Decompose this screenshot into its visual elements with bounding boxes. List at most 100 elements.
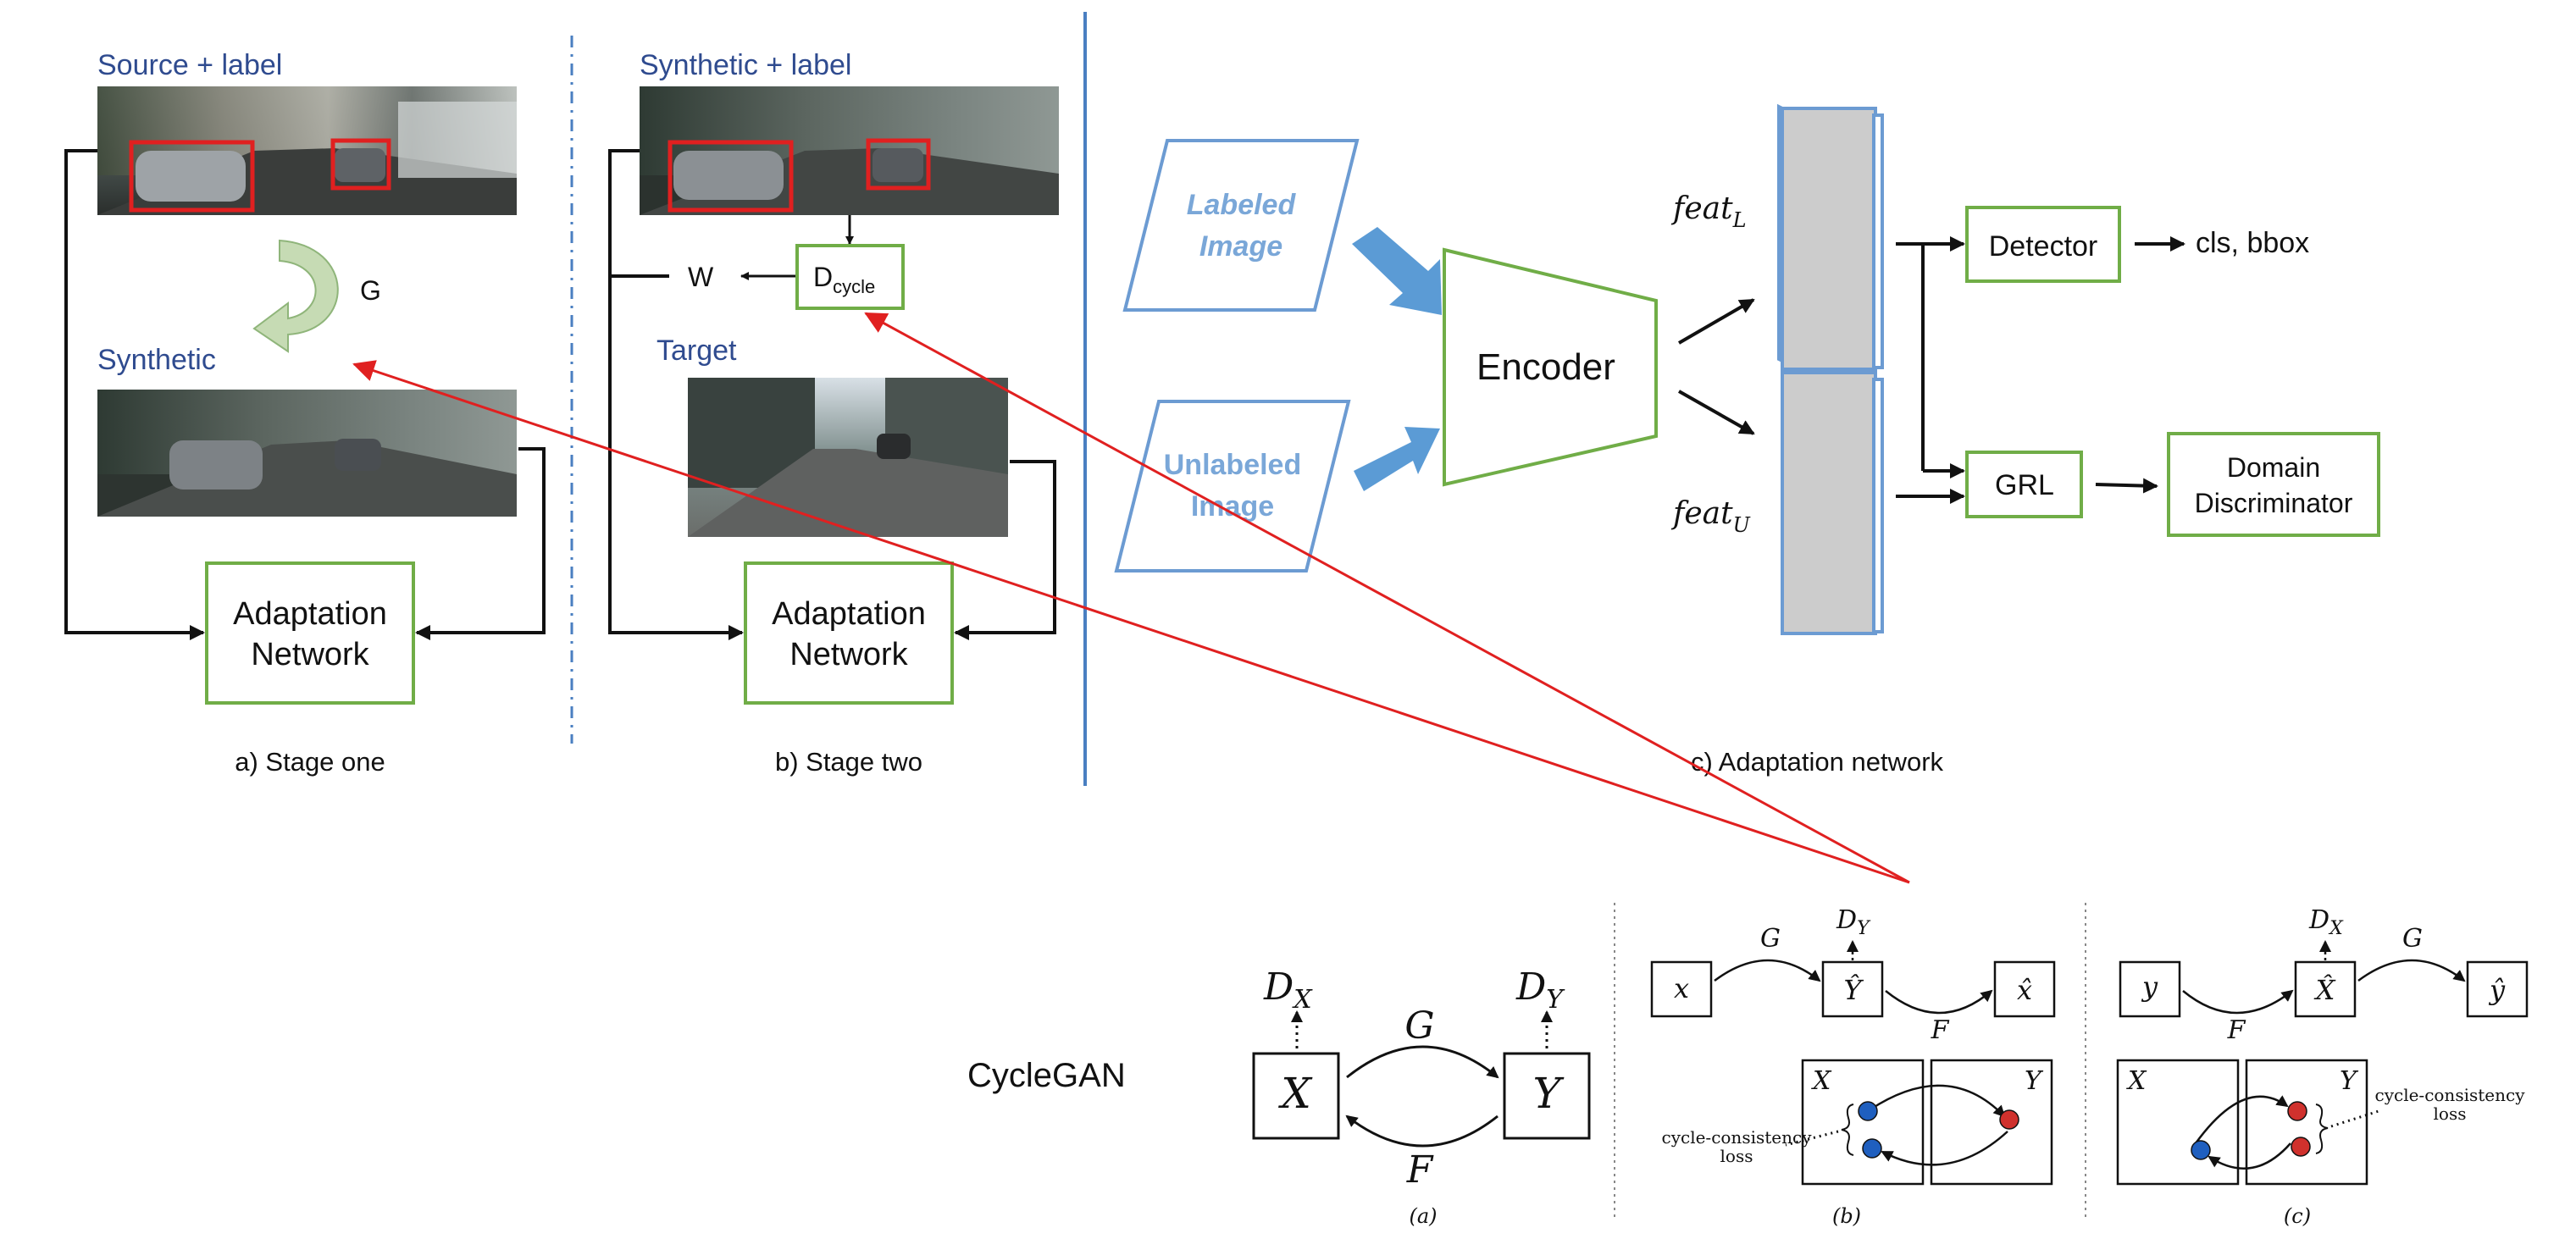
panel-a-g-arc [1346,1045,1499,1079]
panel-c-d-label: DX [2308,905,2344,939]
detector-box [1965,206,2121,283]
panel-c-forward-arc [2194,1095,2289,1144]
domain-discriminator-line2: Discriminator [2195,488,2353,518]
panel-b-mid-label: Ŷ [1843,974,1864,1006]
cyclegan-figure: CycleGAN DX DY X Y G F (a) x Ŷ x̂ [967,903,2529,1228]
stage-one-adaptation-network [205,561,415,705]
panel-b-return-arc [1881,1131,2008,1166]
panel-c-output-label: ŷ [2488,974,2506,1006]
domain-discriminator-box [2167,432,2380,537]
bbox-synthetic-car-right [866,138,931,191]
panel-a-y-label: Y [1532,1069,1564,1118]
panel-c-input-label: y [2141,971,2158,1003]
source-street-image [97,86,517,215]
stage-one-right-connector [415,447,546,640]
panel-b-loss-brace [1841,1103,1854,1156]
grl-label: GRL [1995,469,2054,501]
panel-a-y-node [1503,1052,1591,1140]
cyclegan-panel-a: DX DY X Y G F (a) [1252,965,1591,1228]
labeled-image-parallelogram [1122,139,1360,312]
stage-two-left-connector [608,149,744,640]
dcycle-box [795,244,905,310]
panel-a-dy-label: DY [1515,965,1565,1015]
annotation-arrow-to-dcycle [864,312,1910,884]
panel-c-reconstructed-node [2291,1137,2311,1157]
feature-map-unlabeled [1781,371,1884,635]
panel-a-caption: (a) [1409,1204,1437,1228]
annotation-arrow-to-generator [352,360,1910,884]
panel-b-f-arc [1885,989,1993,1015]
panel-c-domain-y-label: Y [2340,1066,2359,1096]
detector-output-label: cls, bbox [2196,227,2309,259]
panel-b-target-node [1999,1109,2019,1130]
bbox-car-right [330,138,391,191]
panel-b-input-node [1650,960,1713,1018]
synthetic-plus-label-heading: Synthetic + label [640,49,851,81]
panel-b-domain-x [1801,1059,1925,1186]
panel-c-loss-brace [2315,1103,2329,1154]
panel-b-caption: (b) [1832,1204,1861,1228]
weight-label: W [688,262,714,292]
stage-two-panel: Synthetic + label Dcycle W Target Adapta… [608,49,1059,777]
panel-a-f-arc [1345,1115,1499,1148]
panel-b-input-label: x [1674,972,1689,1004]
target-street-image [688,378,1008,537]
generator-curved-arrow [252,239,339,353]
panel-c-source-node [2191,1140,2211,1160]
panel-c-caption: (c) [2284,1204,2311,1228]
feat-u-label: featU [1670,496,1751,537]
panel-b-forward-arc [1870,1084,2006,1118]
panel-c-input-node [2119,960,2181,1018]
panel-c-loss-line1: cycle-consistency [2375,1085,2526,1105]
encoder-label: Encoder [1476,346,1615,388]
panel-b-loss-line2: loss [1720,1146,1753,1166]
stage-two-network-line2: Network [789,637,908,672]
panel-b-domain-y-label: Y [2025,1066,2044,1096]
target-label-heading: Target [656,335,737,367]
cyclegan-title: CycleGAN [967,1057,1126,1094]
dcycle-label: Dcycle [813,262,875,297]
stage-two-caption: b) Stage two [775,747,922,777]
stage-two-adaptation-network [744,561,954,705]
panel-c-target-node [2287,1101,2307,1121]
panel-b-output-label: x̂ [2017,974,2032,1006]
unlabeled-image-line1: Unlabeled [1164,449,1301,481]
stage-one-left-connector [64,149,205,640]
panel-c-loss-pointer [2330,1109,2379,1128]
panel-c-return-arc [2208,1142,2291,1170]
bbox-synthetic-car-left [668,140,794,213]
encoder-trapezoid [1443,247,1658,487]
stage-two-right-connector [954,460,1056,640]
labeled-to-encoder-arrow [1352,227,1442,315]
feat-l-label: featL [1670,191,1747,232]
source-label-heading: Source + label [97,49,282,81]
cyclegan-panel-b: x Ŷ x̂ G F DY X Y cycle-consistency loss [1650,905,2056,1228]
panel-a-dx-label: DX [1263,965,1313,1015]
stage-two-network-line1: Adaptation [772,596,926,632]
stage-one-panel: Source + label G Synthetic Adaptation Ne… [64,49,546,777]
generator-label: G [360,275,381,306]
grl-to-discriminator-arrow [2095,478,2158,494]
panel-c-g-arc [2357,959,2466,982]
panel-b-reconstructed-node [1862,1138,1882,1159]
panel-c-domain-x-label: X [2126,1066,2147,1096]
panel-b-domain-x-label: X [1811,1066,1832,1096]
panel-b-mid-node [1821,960,1884,1018]
stage-one-caption: a) Stage one [235,747,385,777]
panel-b-loss-line1: cycle-consistency [1662,1127,1813,1148]
adaptation-network-panel: Labeled Image Unlabeled Image Encoder fe… [1114,103,2380,777]
panel-b-source-node [1858,1101,1878,1121]
encoder-to-feat-u-arrow [1678,390,1755,435]
detector-label: Detector [1989,230,2098,263]
labeled-image-line2: Image [1199,230,1282,263]
panel-a-x-node [1252,1052,1340,1140]
panel-b-f-label: F [1931,1015,1950,1045]
unlabeled-to-encoder-arrow [1354,427,1440,491]
unlabeled-image-parallelogram [1114,400,1351,572]
stage-one-network-line2: Network [251,637,369,672]
unlabeled-image-line2: Image [1191,490,1274,523]
synthetic-labeled-street-image [640,86,1059,215]
panel-c-output-node [2466,960,2529,1018]
encoder-to-feat-l-arrow [1677,298,1755,345]
panel-c-g-label: G [2402,924,2423,954]
